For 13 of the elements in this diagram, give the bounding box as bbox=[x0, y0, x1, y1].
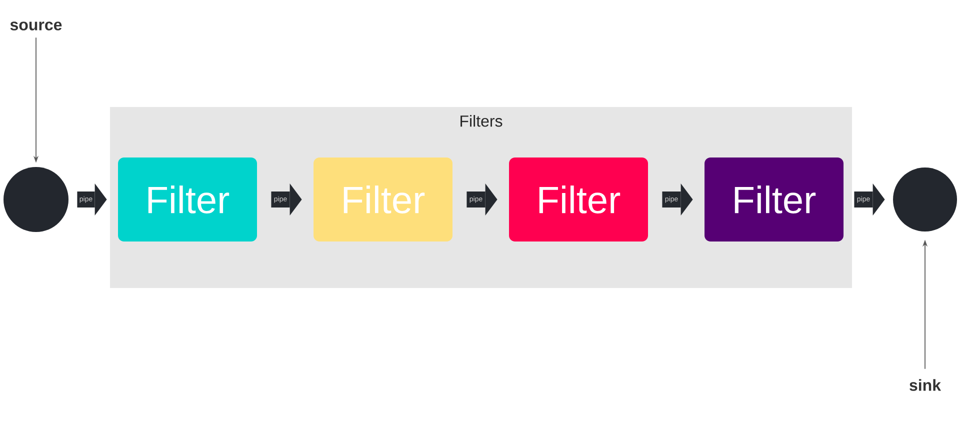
process-box: Filter bbox=[118, 158, 257, 242]
process-box: Filter bbox=[509, 158, 648, 242]
text-label: source bbox=[10, 22, 62, 30]
block-arrow bbox=[662, 184, 693, 216]
block-arrow bbox=[854, 184, 885, 216]
endpoint-circle bbox=[893, 168, 958, 232]
block-arrow bbox=[77, 184, 107, 216]
endpoint-circle bbox=[4, 167, 68, 232]
block-arrow bbox=[271, 184, 302, 216]
process-box: Filter bbox=[314, 158, 452, 242]
process-box: Filter bbox=[704, 158, 844, 242]
block-arrow bbox=[466, 184, 498, 216]
text-label: sink bbox=[910, 379, 942, 391]
